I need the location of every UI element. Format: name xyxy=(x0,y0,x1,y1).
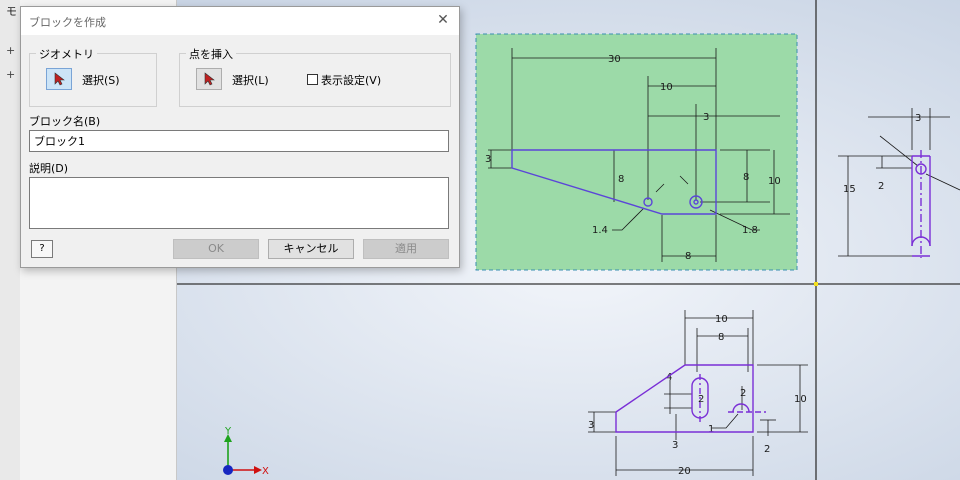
cursor-arrow-icon xyxy=(54,72,65,86)
cancel-button[interactable]: キャンセル xyxy=(268,239,354,259)
dim-30: 30 xyxy=(608,54,621,65)
front-dim-1: 1 xyxy=(708,424,714,435)
create-block-dialog: ブロックを作成 ✕ ジオメトリ 選択(S) 点を挿入 選択(L) 表示設定(V)… xyxy=(20,6,460,268)
front-dim-3-left: 3 xyxy=(588,420,594,431)
insert-point-select-button[interactable] xyxy=(196,68,222,90)
dim-1-8: 1.8 xyxy=(742,225,758,236)
axis-x-label: X xyxy=(262,466,269,477)
dim-8-left: 8 xyxy=(618,174,624,185)
front-dim-2-small: 2 xyxy=(740,388,746,399)
front-dim-2-bottom: 2 xyxy=(764,444,770,455)
front-dim-8: 8 xyxy=(718,332,724,343)
dialog-title: ブロックを作成 xyxy=(29,16,106,29)
close-icon[interactable]: ✕ xyxy=(437,12,449,28)
dim-1-4: 1.4 xyxy=(592,225,608,236)
model-browser-title: モ xyxy=(6,5,17,18)
insert-point-group-label: 点を挿入 xyxy=(186,46,236,62)
ok-button[interactable]: OK xyxy=(173,239,259,259)
description-label: 説明(D) xyxy=(29,162,69,175)
dim-3-left: 3 xyxy=(485,154,491,165)
geometry-select-button[interactable] xyxy=(46,68,72,90)
selection-box xyxy=(475,33,798,271)
dim-3-top: 3 xyxy=(703,112,709,123)
geometry-group: ジオメトリ 選択(S) xyxy=(29,46,157,107)
expand-icon[interactable]: + xyxy=(6,44,16,57)
expand-icon[interactable]: + xyxy=(6,68,16,81)
front-dim-4: 4 xyxy=(666,372,672,383)
front-dim-3-bottom: 3 xyxy=(672,440,678,451)
block-name-input[interactable] xyxy=(29,130,449,152)
side-dim-3: 3 xyxy=(915,113,921,124)
dim-8-bottom: 8 xyxy=(685,251,691,262)
help-icon[interactable]: ? xyxy=(31,240,53,258)
front-dim-20: 20 xyxy=(678,466,691,477)
geometry-select-label: 選択(S) xyxy=(82,74,120,87)
description-textarea[interactable] xyxy=(29,177,449,229)
front-dim-10-top: 10 xyxy=(715,314,728,325)
front-dim-2-slot: 2 xyxy=(698,394,704,405)
dim-8-right: 8 xyxy=(743,172,749,183)
geometry-group-label: ジオメトリ xyxy=(36,46,97,62)
dim-10-top: 10 xyxy=(660,82,673,93)
insert-point-select-label: 選択(L) xyxy=(232,74,269,87)
axis-y-label: Y xyxy=(224,426,232,437)
front-dim-10-right: 10 xyxy=(794,394,807,405)
display-settings-label: 表示設定(V) xyxy=(321,74,382,87)
side-dim-2: 2 xyxy=(878,181,884,192)
display-settings-checkbox[interactable] xyxy=(307,74,318,85)
dialog-titlebar: ブロックを作成 ✕ xyxy=(21,7,459,35)
block-name-label: ブロック名(B) xyxy=(29,115,101,128)
apply-button[interactable]: 適用 xyxy=(363,239,449,259)
cursor-arrow-icon xyxy=(204,72,215,86)
insert-point-group: 点を挿入 選択(L) 表示設定(V) xyxy=(179,46,451,107)
side-dim-15: 15 xyxy=(843,184,856,195)
axis-triad: Y X xyxy=(223,426,269,477)
dim-10-right: 10 xyxy=(768,176,781,187)
